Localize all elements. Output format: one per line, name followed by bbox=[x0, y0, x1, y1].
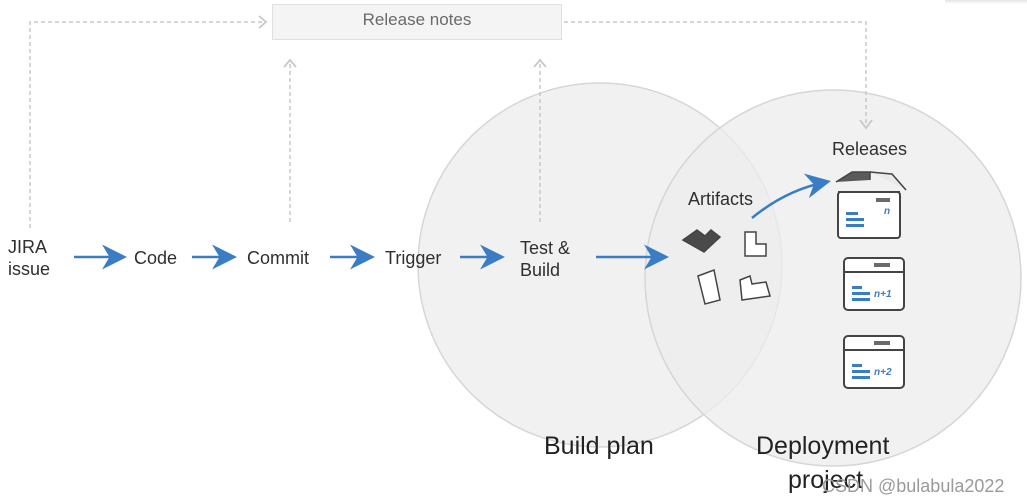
top-right-shadow bbox=[945, 0, 1027, 4]
jira-issue-label: JIRA issue bbox=[8, 236, 50, 280]
package-box-icon bbox=[835, 171, 907, 239]
release-tag-n-plus-1: n+1 bbox=[874, 289, 892, 300]
watermark: CSDN @bulabula2022 bbox=[822, 476, 1005, 496]
jira-label-line1: JIRA bbox=[8, 237, 48, 257]
test-label-line2: Build bbox=[520, 260, 561, 280]
deployment-project-label-line2: project bbox=[788, 466, 864, 494]
artifacts-icon-group bbox=[681, 229, 771, 305]
release-tag-n: n bbox=[884, 206, 890, 217]
artifact-icon bbox=[744, 231, 767, 257]
release-notes-box bbox=[272, 4, 562, 40]
artifact-icon bbox=[739, 274, 771, 301]
releases-label: Releases bbox=[832, 139, 908, 159]
test-build-label: Test & Build bbox=[520, 237, 570, 281]
dashed-arrow-up-icon bbox=[283, 58, 297, 68]
jira-label-line2: issue bbox=[8, 259, 51, 279]
dashed-arrow-up-icon bbox=[533, 58, 547, 68]
release-notes-label: Release notes bbox=[362, 10, 472, 29]
build-plan-label: Build plan bbox=[544, 432, 654, 460]
curved-arrow-icon bbox=[751, 173, 831, 219]
release-tag-n-plus-2: n+2 bbox=[874, 367, 892, 378]
test-label-line1: Test & bbox=[520, 238, 571, 258]
package-box-icon bbox=[843, 257, 905, 311]
deployment-project-label-line1: Deployment bbox=[756, 432, 890, 460]
trigger-label: Trigger bbox=[385, 248, 442, 268]
dashed-arrow-down-icon bbox=[859, 119, 873, 130]
commit-label: Commit bbox=[247, 248, 309, 268]
dashed-feedback-lines bbox=[29, 21, 867, 228]
artifact-icon bbox=[697, 268, 721, 305]
artifacts-label: Artifacts bbox=[688, 189, 754, 209]
code-label: Code bbox=[134, 248, 178, 268]
artifact-icon bbox=[681, 229, 722, 253]
deployment-project-circle bbox=[644, 89, 1022, 467]
dashed-arrow-right-icon bbox=[258, 15, 268, 29]
package-box-icon bbox=[843, 335, 905, 389]
